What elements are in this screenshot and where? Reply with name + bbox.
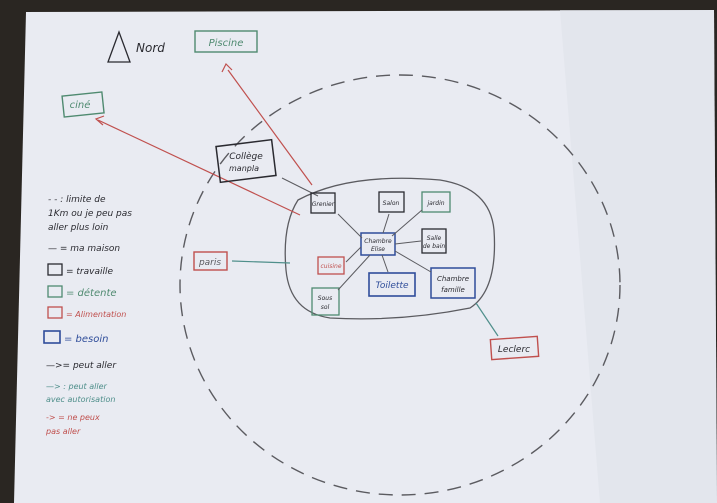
room-sous-sol <box>311 287 340 316</box>
legend-autorisation-2: avec autorisation <box>46 395 115 404</box>
paris-label: paris <box>198 258 221 268</box>
room-chambre-elise-line1: Chambre <box>364 238 392 245</box>
legend-detente: = détente <box>66 287 117 299</box>
room-sous-sol-line1: Sous <box>318 295 332 302</box>
room-chambre-elise-line2: Elise <box>371 246 385 253</box>
north-arrow-icon <box>107 30 131 63</box>
leclerc-label: Leclerc <box>498 345 530 355</box>
cine-box <box>61 91 105 118</box>
room-salle-de-bain <box>421 228 447 254</box>
arrow-to-paris <box>231 260 291 264</box>
room-toilette <box>368 272 416 297</box>
arrowhead-cine <box>94 115 105 126</box>
room-grenier-label: Grenier <box>312 201 335 208</box>
leclerc-box <box>489 335 540 361</box>
room-toilette-label: Toilette <box>375 281 408 291</box>
paper-shade <box>560 10 717 503</box>
room-grenier <box>310 192 336 214</box>
legend-limit-1: - - : limite de <box>48 195 106 205</box>
arrow-to-leclerc <box>475 302 499 337</box>
paper-sheet <box>14 10 717 503</box>
one-km-limit-circle <box>179 74 621 496</box>
legend-limit-3: aller plus loin <box>48 223 109 233</box>
legend-ne-peux-2: pas aller <box>45 427 81 436</box>
legend-detente-swatch <box>47 285 63 298</box>
cine-label: ciné <box>70 99 91 111</box>
room-sous-sol-line2: sol <box>321 304 330 311</box>
room-jardin-label: jardin <box>426 200 444 207</box>
legend-besoin: = besoin <box>64 334 109 345</box>
room-arrows <box>337 209 432 291</box>
piscine-box <box>194 30 258 53</box>
arrowhead-piscine <box>221 62 233 73</box>
legend: - - : limite de 1Km ou je peu pas aller … <box>43 195 132 436</box>
legend-besoin-swatch <box>43 330 61 344</box>
room-cuisine <box>317 256 345 275</box>
piscine-label: Piscine <box>209 38 244 49</box>
college-line1: Collège <box>229 151 263 162</box>
legend-alimentation-swatch <box>47 306 63 319</box>
legend-travaille: = travaille <box>66 267 113 277</box>
legend-autorisation-1: —> : peut aller <box>46 382 108 391</box>
legend-maison: — = ma maison <box>48 244 120 254</box>
college-line2: manpla <box>229 164 259 173</box>
legend-ne-peux-1: -> = ne peux <box>46 413 100 422</box>
legend-peut-aller: —>= peut aller <box>46 361 117 371</box>
arrow-to-piscine <box>227 69 313 186</box>
room-salle-de-bain-line1: Salle <box>427 235 442 242</box>
arrow-to-cine <box>97 119 301 216</box>
college-box <box>215 138 277 184</box>
paris-box <box>193 251 228 271</box>
legend-travaille-swatch <box>47 263 63 276</box>
room-salon-label: Salon <box>383 200 400 207</box>
room-cuisine-label: cuisine <box>320 263 341 270</box>
room-jardin <box>421 191 451 213</box>
room-chambre-famille-line1: Chambre <box>437 275 469 283</box>
room-chambre-famille-line2: famille <box>441 286 465 294</box>
room-salon <box>378 191 405 213</box>
house-outline <box>284 177 496 320</box>
room-salle-de-bain-line2: de bain <box>423 243 446 250</box>
north-label: Nord <box>136 41 165 55</box>
room-chambre-famille <box>430 267 476 299</box>
legend-alimentation: = Alimentation <box>66 310 126 319</box>
legend-limit-2: 1Km ou je peu pas <box>48 209 132 219</box>
